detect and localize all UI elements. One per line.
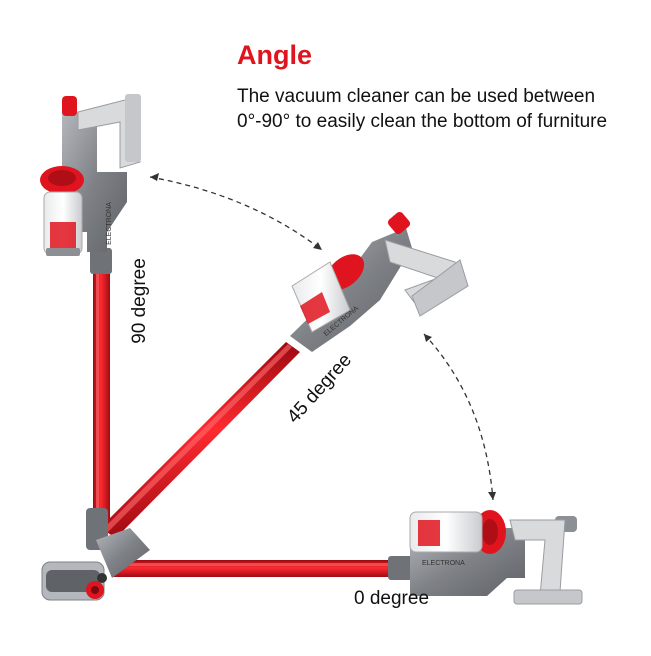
trigger-cap: [62, 96, 77, 116]
tube-horizontal: [112, 560, 412, 577]
battery-45: [411, 259, 469, 317]
label-90-degree: 90 degree: [129, 258, 150, 344]
label-0-degree: 0 degree: [354, 588, 430, 609]
battery: [125, 94, 141, 162]
arrowhead-left: [150, 173, 159, 181]
tube-vertical: [93, 248, 110, 520]
vacuum-90-degree: [40, 94, 141, 520]
tube-connector-0: [388, 556, 414, 580]
arrowhead-top: [424, 334, 432, 342]
brand-mark-0: ELECTRONA: [422, 560, 465, 567]
vacuum-0-degree: [112, 510, 583, 605]
arc-45-to-0: [423, 333, 494, 501]
floor-brush-head: [41, 508, 150, 601]
description-line-2: 0°-90° to easily clean the bottom of fur…: [237, 111, 608, 132]
description-line-1: The vacuum cleaner can be used between: [237, 86, 596, 107]
arrowhead-right: [313, 242, 322, 250]
arrowhead-bottom: [488, 492, 496, 500]
tube-connector: [90, 248, 112, 274]
battery-0: [513, 589, 583, 605]
arc-90-to-45: [149, 176, 323, 251]
trigger-cap-45: [387, 211, 411, 235]
vacuum-45-degree: [100, 211, 469, 538]
page-title: Angle: [237, 40, 313, 70]
brand-mark-90: ELECTRONA: [105, 202, 113, 245]
description: The vacuum cleaner can be used between 0…: [237, 84, 647, 134]
